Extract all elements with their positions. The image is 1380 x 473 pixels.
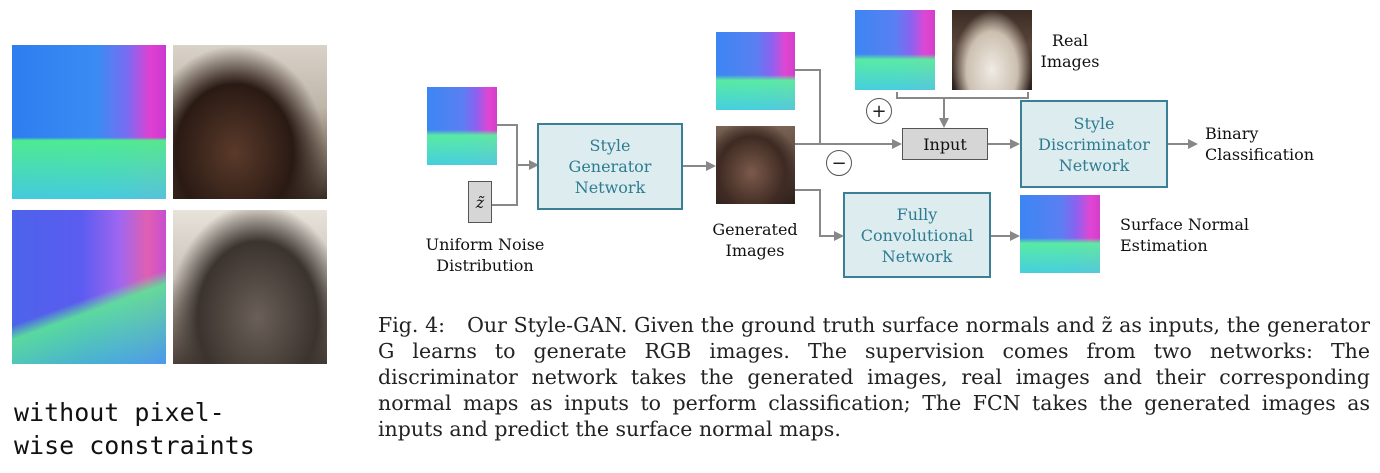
figure-caption: Fig. 4:Our Style-GAN. Given the ground t… (378, 312, 1370, 442)
generated-images-label: Generated Images (712, 220, 798, 260)
input-box: Input (902, 128, 988, 160)
normal-map-sample-1 (12, 45, 166, 199)
style-discriminator-network: Style Discriminator Network (1020, 100, 1168, 188)
generated-rgb-sample-1 (173, 45, 327, 199)
surface-normal-label: Surface Normal Estimation (1120, 215, 1249, 255)
generated-rgb-sample-2 (173, 210, 327, 364)
normal-map-sample-2 (12, 210, 166, 364)
real-normal-map (855, 10, 935, 90)
minus-icon: − (826, 150, 852, 176)
figure-caption-prefix: Fig. 4: (378, 313, 446, 337)
generated-normal-map (716, 32, 795, 110)
input-normal-map (427, 87, 497, 165)
left-caption: without pixel- wise constraints (14, 398, 255, 460)
estimated-normal-map (1020, 195, 1100, 273)
fully-convolutional-network: Fully Convolutional Network (843, 192, 991, 278)
style-generator-network: Style Generator Network (537, 123, 683, 210)
noise-z-box: z̃ (468, 181, 492, 223)
plus-icon: + (866, 98, 892, 124)
real-rgb-image (952, 10, 1032, 90)
diagram-arrows (491, 69, 1198, 241)
generated-rgb-image (716, 126, 795, 204)
binary-classification-label: Binary Classification (1205, 124, 1315, 164)
figure-caption-text: Our Style-GAN. Given the ground truth su… (378, 313, 1370, 441)
noise-label: Uniform Noise Distribution (425, 235, 545, 275)
real-images-label: Real Images (1040, 31, 1100, 71)
